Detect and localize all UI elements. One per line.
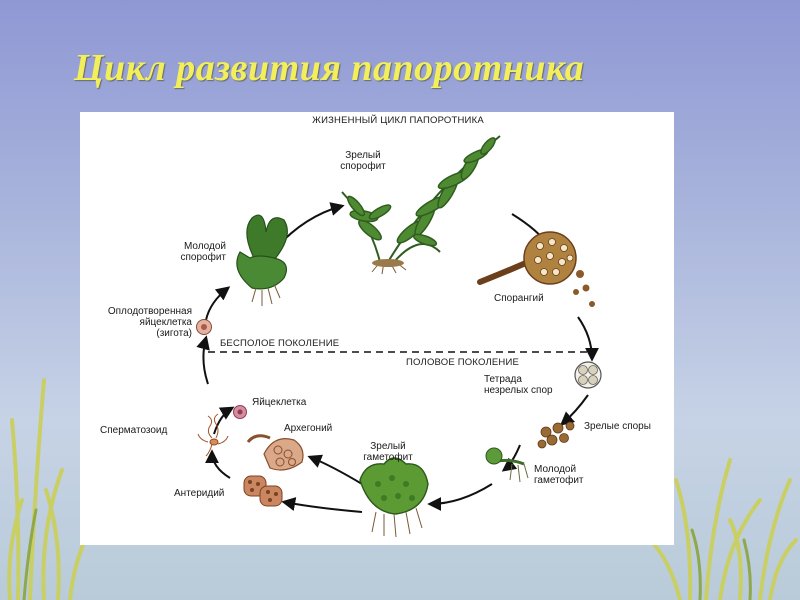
arrow-antheridium-to-sperm xyxy=(205,449,231,479)
diagram-title: ЖИЗНЕННЫЙ ЦИКЛ ПАПОРОТНИКА xyxy=(312,115,484,126)
label-mature-gametophyte: Зрелый гаметофит xyxy=(363,441,413,463)
arrow-tetrad-to-spores xyxy=(559,394,589,426)
mature-spores-image xyxy=(537,421,575,449)
sperm-image xyxy=(197,413,229,457)
arrow-zygote-to-young-sporophyte xyxy=(205,286,231,321)
zygote-image xyxy=(196,319,212,335)
label-sexual-generation: ПОЛОВОЕ ПОКОЛЕНИЕ xyxy=(406,357,520,368)
grass-decoration xyxy=(7,378,798,600)
mature-gametophyte-image xyxy=(359,457,429,538)
label-zygote: Оплодотворенная яйцеклетка (зигота) xyxy=(107,306,192,339)
arrow-gametophyte-to-antheridium xyxy=(281,497,363,513)
mature-sporophyte-image xyxy=(341,135,501,275)
label-mature-spores: Зрелые споры xyxy=(584,421,651,432)
label-young-gametophyte: Молодой гаметофит xyxy=(534,464,584,486)
label-sporangium: Спорангий xyxy=(494,293,544,304)
label-young-sporophyte: Молодой спорофит xyxy=(180,241,227,263)
young-gametophyte-image xyxy=(485,447,529,483)
sporangium-image xyxy=(477,231,595,307)
cycle-illustration xyxy=(196,135,602,538)
label-archegonium: Архегоний xyxy=(284,423,333,434)
antheridium-image xyxy=(243,475,283,507)
archegonium-image xyxy=(246,434,304,471)
tetrad-image xyxy=(574,361,602,389)
label-egg: Яйцеклетка xyxy=(252,397,307,408)
label-asexual-generation: БЕСПОЛОЕ ПОКОЛЕНИЕ xyxy=(220,338,340,349)
egg-cell-image xyxy=(233,405,247,419)
arrow-sporangium-to-tetrad xyxy=(577,316,599,362)
slide-title: Цикл развития папоротника xyxy=(74,47,585,89)
arrow-sperm-to-egg xyxy=(213,406,235,435)
young-sporophyte-image xyxy=(236,214,288,306)
label-tetrad: Тетрада незрелых спор xyxy=(484,374,553,396)
arrow-egg-to-zygote xyxy=(196,335,210,385)
arrow-young-to-mature-gametophyte xyxy=(427,483,493,511)
arrow-gametophyte-to-archegonium xyxy=(307,454,363,485)
label-sperm: Сперматозоид xyxy=(100,425,168,436)
label-mature-sporophyte: Зрелый спорофит xyxy=(340,150,386,172)
label-antheridium: Антеридий xyxy=(174,488,225,499)
diagram-panel: ЖИЗНЕННЫЙ ЦИКЛ ПАПОРОТНИКА Зрелый спороф… xyxy=(80,112,674,545)
